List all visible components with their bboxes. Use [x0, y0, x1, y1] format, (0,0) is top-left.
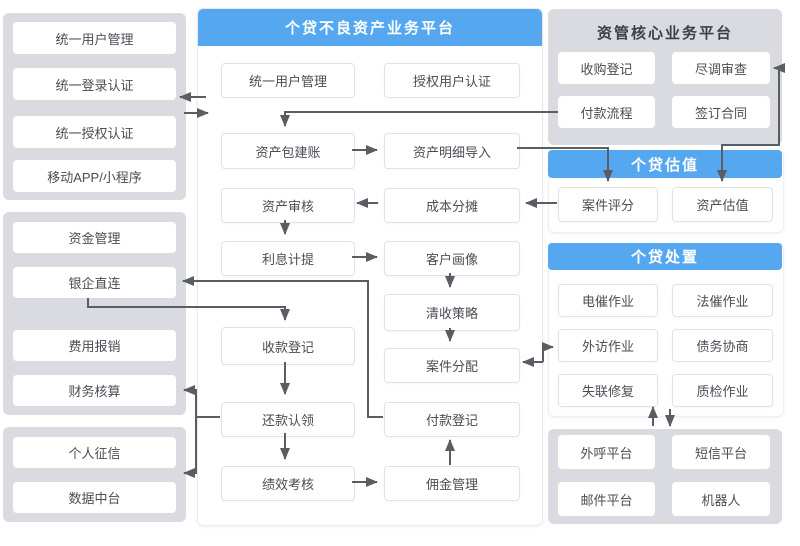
box-purchase-register: 收购登记 [558, 52, 655, 84]
box-unified-login-auth: 统一登录认证 [13, 68, 176, 100]
panel-disposal: 个贷处置 电催作业 法催作业 外访作业 债务协商 失联修复 质检作业 [548, 243, 784, 417]
box-authorized-user-auth: 授权用户认证 [384, 63, 520, 98]
box-due-diligence: 尽调审查 [672, 52, 770, 84]
box-robot: 机器人 [672, 482, 770, 516]
box-payment-register: 付款登记 [384, 402, 520, 437]
box-payment-process: 付款流程 [558, 96, 655, 128]
box-legal-collection: 法催作业 [672, 284, 773, 317]
box-unified-user-mgmt: 统一用户管理 [13, 22, 176, 54]
box-fund-mgmt: 资金管理 [13, 222, 176, 253]
panel-core-platform: 资管核心业务平台 收购登记 尽调审查 付款流程 签订合同 [548, 9, 782, 145]
box-performance-appraisal: 绩效考核 [221, 466, 355, 501]
box-asset-audit: 资产审核 [221, 188, 355, 223]
box-field-visit: 外访作业 [558, 329, 658, 362]
panel-unified-services: 统一用户管理 统一登录认证 统一授权认证 移动APP/小程序 [3, 13, 186, 200]
box-outbound-call-platform: 外呼平台 [558, 435, 655, 469]
valuation-title: 个贷估值 [548, 150, 782, 178]
main-platform-title: 个贷不良资产业务平台 [198, 9, 542, 46]
core-platform-title: 资管核心业务平台 [596, 25, 733, 42]
box-bank-direct-link: 银企直连 [13, 267, 176, 298]
box-interest-accrual: 利息计提 [221, 241, 355, 276]
box-user-mgmt: 统一用户管理 [221, 63, 355, 98]
box-collection-strategy: 清收策略 [384, 294, 520, 331]
box-lost-contact-repair: 失联修复 [558, 374, 658, 407]
box-email-platform: 邮件平台 [558, 482, 655, 516]
panel-data-services: 个人征信 数据中台 [3, 427, 186, 522]
box-asset-package-ledger: 资产包建账 [221, 133, 355, 169]
box-quality-inspection: 质检作业 [672, 374, 773, 407]
box-debt-negotiation: 债务协商 [672, 329, 773, 362]
box-contract-signing: 签订合同 [672, 96, 770, 128]
panel-main-platform: 个贷不良资产业务平台 统一用户管理 授权用户认证 资产包建账 资产明细导入 资产… [197, 8, 543, 526]
box-case-scoring: 案件评分 [558, 187, 658, 222]
box-sms-platform: 短信平台 [672, 435, 770, 469]
panel-channels: 外呼平台 短信平台 邮件平台 机器人 [548, 429, 782, 524]
box-unified-authz-auth: 统一授权认证 [13, 116, 176, 148]
box-commission-mgmt: 佣金管理 [384, 466, 520, 501]
box-repayment-claim: 还款认领 [221, 402, 355, 437]
box-asset-valuation: 资产估值 [672, 187, 773, 222]
box-case-assignment: 案件分配 [384, 348, 520, 383]
disposal-title: 个贷处置 [548, 243, 782, 270]
box-receipt-register: 收款登记 [221, 327, 355, 365]
panel-valuation: 个贷估值 案件评分 资产估值 [548, 150, 784, 233]
box-personal-credit: 个人征信 [13, 437, 176, 468]
box-customer-profile: 客户画像 [384, 241, 520, 276]
box-cost-allocation: 成本分摊 [384, 188, 520, 223]
box-expense-reimburse: 费用报销 [13, 330, 176, 361]
box-asset-detail-import: 资产明细导入 [384, 133, 520, 169]
box-tele-collection: 电催作业 [558, 284, 658, 317]
box-mobile-app: 移动APP/小程序 [13, 160, 176, 192]
box-data-middle-platform: 数据中台 [13, 482, 176, 513]
box-financial-accounting: 财务核算 [13, 375, 176, 406]
panel-finance: 资金管理 银企直连 费用报销 财务核算 [3, 212, 186, 415]
